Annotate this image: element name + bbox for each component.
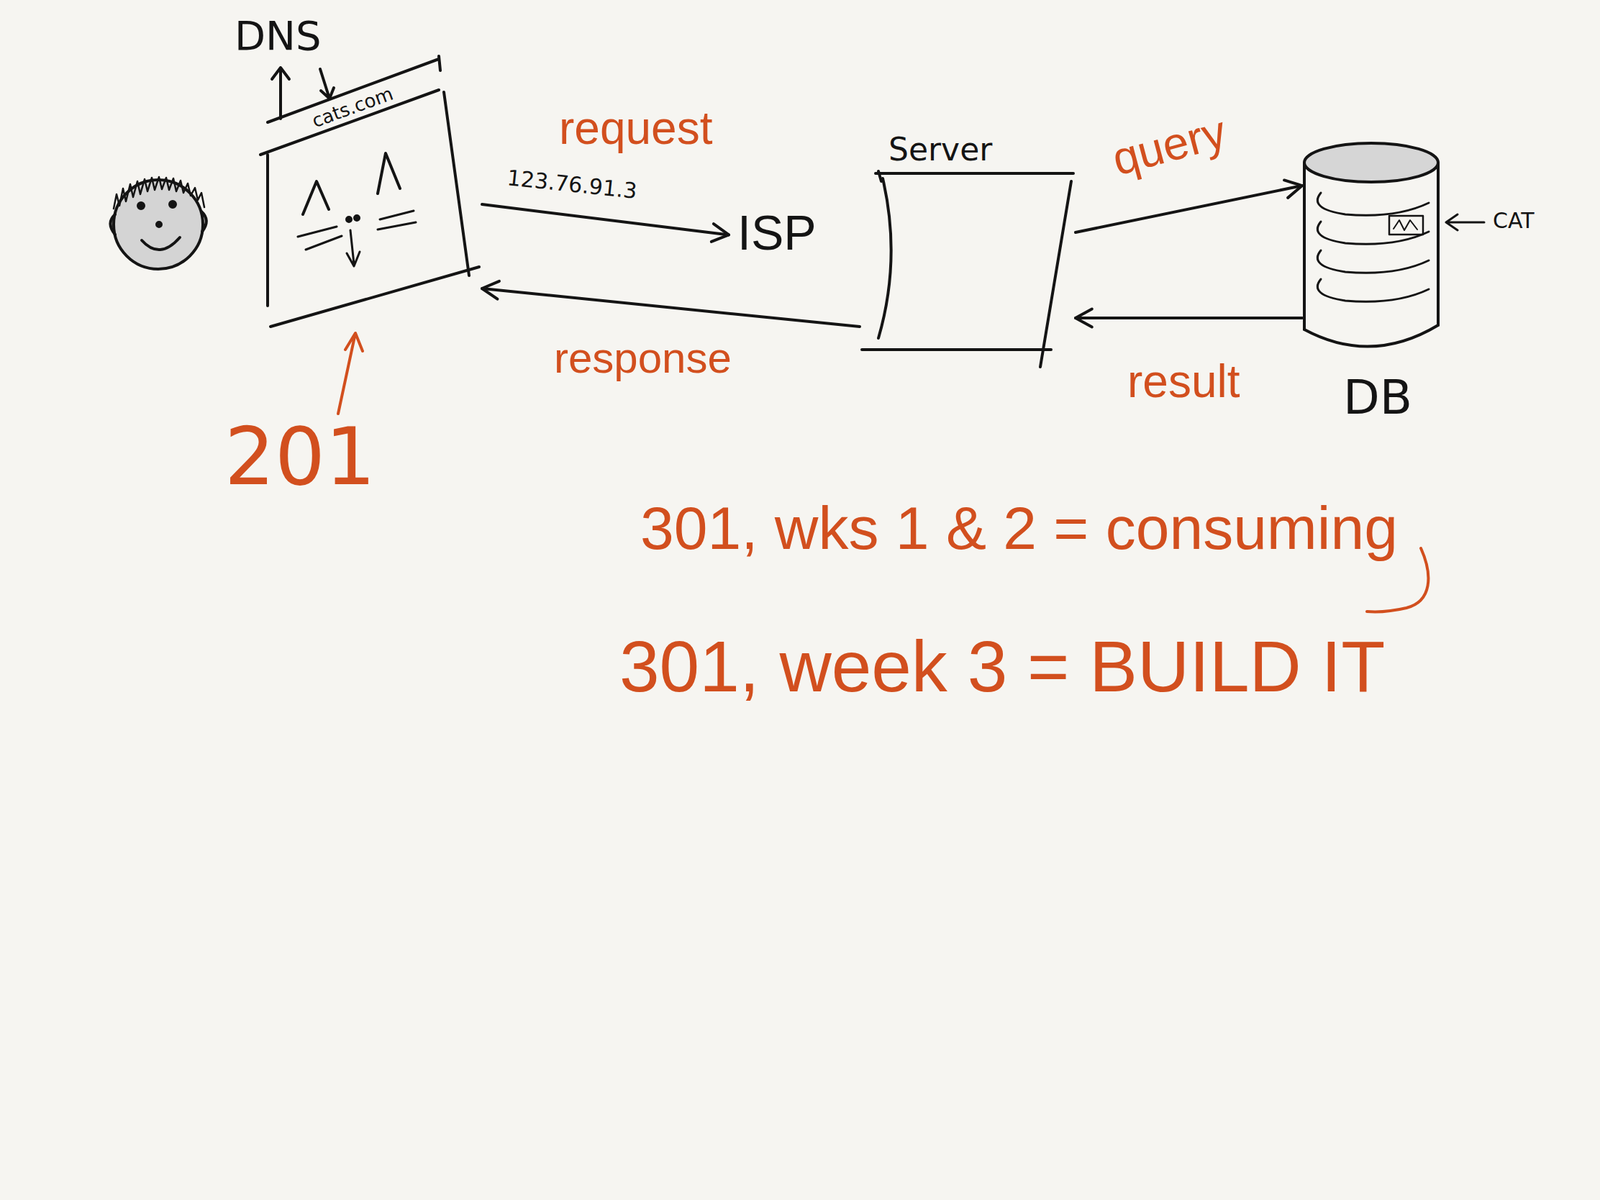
status-arrow [338,333,363,414]
server-bottom-edge [861,348,1052,352]
accent-group [338,333,1429,612]
user-smile [141,237,180,250]
cylinder-sides [1304,162,1439,330]
arrow-label: result [1127,358,1241,405]
arrow-head [482,281,500,300]
server-right-edge [1040,181,1072,367]
user-nose [156,222,162,227]
isp-node: ISP [728,207,826,257]
cat-mouth [346,230,360,267]
arrow-label: request [558,105,713,152]
server-heading: Server [888,133,993,166]
window-right-edge [443,92,470,276]
dns-up-arrow [271,67,290,119]
dns-label: DNS [234,15,322,57]
user-hair [113,176,205,209]
user-eye [169,201,176,208]
connector-line [1075,185,1303,233]
dns-down-arrow [320,69,334,99]
cylinder-top [1304,143,1439,183]
cylinder-platter [1317,192,1429,216]
arrow-head [1075,309,1093,328]
cat-whiskers [297,210,416,250]
cat-ear [302,181,329,215]
user-ear [201,211,207,232]
isp-text: ISP [737,207,817,257]
arrow-head [1284,179,1303,198]
arrow-head [711,223,729,242]
connector-line [482,204,729,235]
user-eye [138,202,144,209]
arrow-label: query [1107,107,1231,183]
database-cylinder: DB [1302,136,1454,439]
connector-arrow [1075,179,1303,233]
connector-arrow [1075,309,1303,328]
window-left-edge [266,154,270,306]
leader-arrow [1446,214,1485,231]
cat-ear [377,153,400,194]
connector-line [482,288,860,327]
cylinder-platter [1317,221,1429,244]
cat-nose [346,217,352,222]
browser-window: cats.com [258,50,483,335]
connector-arrow [482,281,860,327]
course-note: 301, week 3 = BUILD IT [619,630,1385,703]
window-bottom-edge [270,266,480,327]
cat-nose [354,215,359,221]
arrow-label: response [553,336,732,380]
cylinder-platter [1317,279,1429,302]
cylinder-bottom [1304,325,1439,347]
cylinder-platter [1317,250,1429,273]
node-outline [859,129,1076,371]
db-record [1389,215,1424,235]
database-label: DB [1343,374,1413,422]
db-record-scribble [1393,220,1418,231]
server-left-edge [878,178,892,339]
server-top-edge [875,171,1074,182]
sketch-group [110,67,1485,270]
server-box: Server [859,129,1076,371]
connector-line [1075,316,1303,320]
ip-address: 123.76.91.3 [505,166,638,203]
record-label: CAT [1492,210,1534,232]
course-note: 301, wks 1 & 2 = consuming [640,497,1398,559]
user-ear [110,214,116,235]
status-code: 201 [224,417,376,497]
connector-arrow [482,204,729,242]
